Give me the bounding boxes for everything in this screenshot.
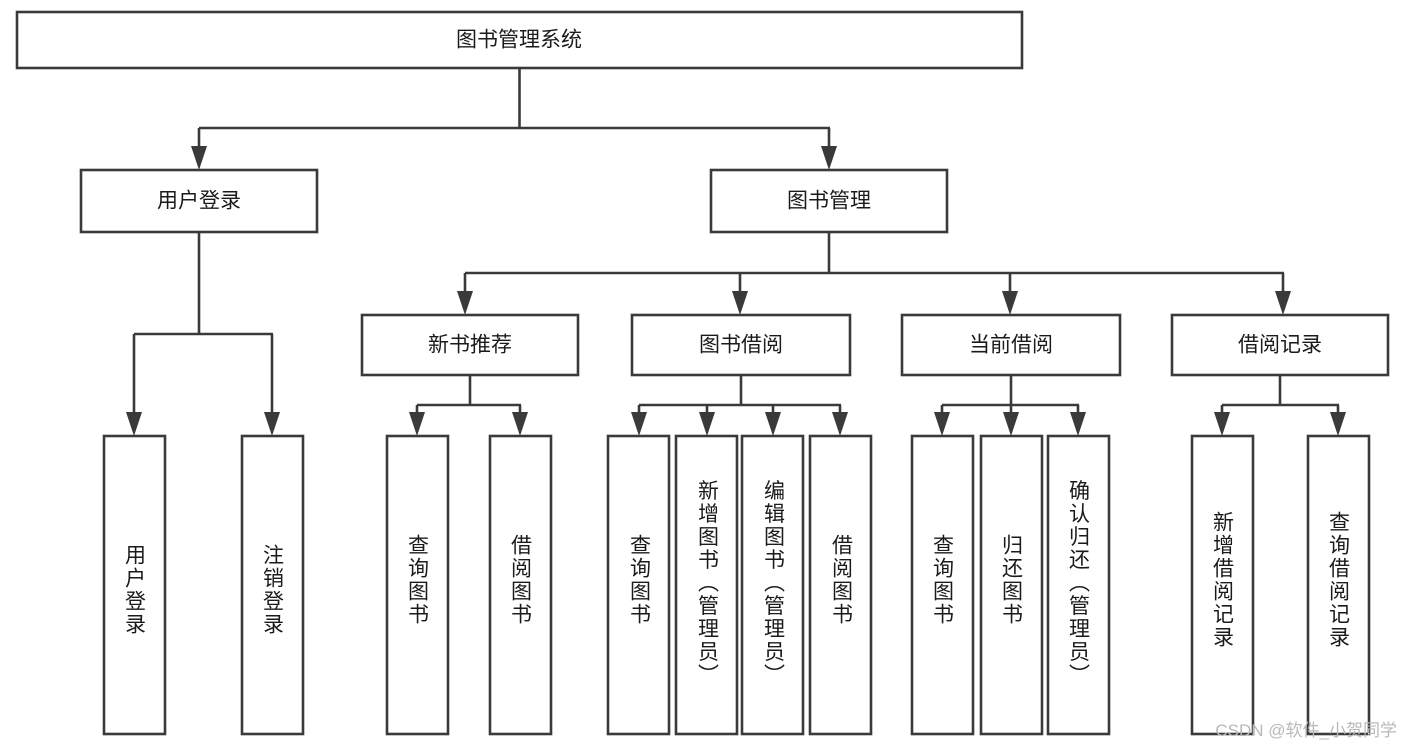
- node-leaf-new-book-1-box[interactable]: [385, 434, 450, 736]
- node-leaf-user-login-2-label: 注销登录: [261, 544, 285, 636]
- node-borrow-record-box[interactable]: [1170, 313, 1390, 377]
- node-book-manage-box[interactable]: [709, 168, 949, 234]
- node-borrow-record-label: 借阅记录: [1238, 334, 1322, 357]
- node-leaf-book-borrow-2[interactable]: 新增图书（管理员）: [674, 434, 739, 736]
- arrowhead-current-borrow: [1002, 291, 1018, 315]
- node-leaf-book-borrow-1-label: 查询图书: [628, 534, 652, 626]
- arrowhead-current-borrow-leaf-3: [1070, 412, 1086, 436]
- node-book-borrow-box[interactable]: [630, 313, 852, 377]
- node-current-borrow[interactable]: 当前借阅: [900, 313, 1122, 377]
- node-new-book-recommend[interactable]: 新书推荐: [360, 313, 580, 377]
- node-user-login[interactable]: 用户登录: [79, 168, 319, 234]
- arrowhead-book-borrow-leaf-3: [765, 412, 781, 436]
- node-leaf-borrow-record-2-box[interactable]: [1306, 434, 1371, 736]
- node-leaf-book-borrow-3-label: 编辑图书（管理员）: [762, 480, 786, 687]
- node-leaf-current-borrow-2-label: 归还图书: [1000, 534, 1024, 626]
- arrowhead-book-borrow-leaf-4: [832, 412, 848, 436]
- node-leaf-current-borrow-2[interactable]: 归还图书: [979, 434, 1044, 736]
- node-leaf-book-borrow-1-box[interactable]: [606, 434, 671, 736]
- watermark-credit: CSDN @软件_小贺同学: [1215, 721, 1397, 740]
- node-leaf-book-borrow-2-box[interactable]: [674, 434, 739, 736]
- node-leaf-current-borrow-3-box[interactable]: [1046, 434, 1111, 736]
- node-leaf-book-borrow-4[interactable]: 借阅图书: [808, 434, 873, 736]
- node-book-borrow[interactable]: 图书借阅: [630, 313, 852, 377]
- node-root[interactable]: 图书管理系统: [15, 10, 1024, 70]
- arrowhead-new-book-leaf-1: [409, 412, 425, 436]
- node-leaf-book-borrow-3[interactable]: 编辑图书（管理员）: [740, 434, 805, 736]
- node-user-login-label: 用户登录: [157, 190, 241, 213]
- node-leaf-new-book-1[interactable]: 查询图书: [385, 434, 450, 736]
- node-root-label: 图书管理系统: [456, 29, 582, 52]
- node-book-manage-label: 图书管理: [787, 190, 871, 213]
- node-leaf-borrow-record-1[interactable]: 新增借阅记录: [1190, 434, 1255, 736]
- node-leaf-borrow-record-2-label: 查询借阅记录: [1327, 511, 1351, 649]
- node-leaf-new-book-2[interactable]: 借阅图书: [488, 434, 553, 736]
- node-leaf-user-login-2-box[interactable]: [240, 434, 305, 736]
- node-leaf-new-book-1-label: 查询图书: [406, 534, 430, 626]
- node-current-borrow-box[interactable]: [900, 313, 1122, 377]
- node-leaf-user-login-2[interactable]: 注销登录: [240, 434, 305, 736]
- node-root-box[interactable]: [15, 10, 1024, 70]
- node-leaf-current-borrow-3-label: 确认归还（管理员）: [1067, 480, 1091, 687]
- node-leaf-user-login-1-label: 用户登录: [123, 544, 147, 636]
- node-user-login-box[interactable]: [79, 168, 319, 234]
- node-book-manage[interactable]: 图书管理: [709, 168, 949, 234]
- node-new-book-recommend-label: 新书推荐: [428, 334, 512, 357]
- node-new-book-recommend-box[interactable]: [360, 313, 580, 377]
- arrowhead-current-borrow-leaf-1: [934, 412, 950, 436]
- node-leaf-current-borrow-1-box[interactable]: [910, 434, 975, 736]
- arrowhead-user-login-leaf-1: [126, 412, 142, 436]
- arrowhead-user-login: [191, 146, 207, 170]
- node-leaf-book-borrow-3-box[interactable]: [740, 434, 805, 736]
- arrowhead-borrow-record: [1275, 291, 1291, 315]
- node-leaf-borrow-record-1-box[interactable]: [1190, 434, 1255, 736]
- node-leaf-book-borrow-4-label: 借阅图书: [830, 534, 854, 626]
- arrowhead-current-borrow-leaf-2: [1003, 412, 1019, 436]
- node-leaf-current-borrow-1[interactable]: 查询图书: [910, 434, 975, 736]
- arrowhead-new-book-leaf-2: [512, 412, 528, 436]
- node-leaf-current-borrow-1-label: 查询图书: [931, 534, 955, 626]
- arrowhead-book-borrow-leaf-2: [699, 412, 715, 436]
- node-leaf-user-login-1-box[interactable]: [102, 434, 167, 736]
- node-leaf-user-login-1[interactable]: 用户登录: [102, 434, 167, 736]
- arrowhead-book-borrow: [732, 291, 748, 315]
- node-leaf-book-borrow-4-box[interactable]: [808, 434, 873, 736]
- arrowhead-borrow-record-leaf-1: [1214, 412, 1230, 436]
- node-leaf-current-borrow-3[interactable]: 确认归还（管理员）: [1046, 434, 1111, 736]
- node-current-borrow-label: 当前借阅: [969, 334, 1053, 357]
- node-leaf-new-book-2-label: 借阅图书: [509, 534, 533, 626]
- node-leaf-book-borrow-1[interactable]: 查询图书: [606, 434, 671, 736]
- node-leaf-current-borrow-2-box[interactable]: [979, 434, 1044, 736]
- connector-layer: [126, 68, 1346, 436]
- node-book-borrow-label: 图书借阅: [699, 334, 783, 357]
- arrowhead-user-login-leaf-2: [264, 412, 280, 436]
- node-leaf-new-book-2-box[interactable]: [488, 434, 553, 736]
- arrowhead-borrow-record-leaf-2: [1330, 412, 1346, 436]
- node-borrow-record[interactable]: 借阅记录: [1170, 313, 1390, 377]
- arrowhead-new-book: [457, 291, 473, 315]
- arrowhead-book-manage: [821, 146, 837, 170]
- node-leaf-borrow-record-1-label: 新增借阅记录: [1211, 511, 1235, 649]
- arrowhead-book-borrow-leaf-1: [631, 412, 647, 436]
- node-leaf-book-borrow-2-label: 新增图书（管理员）: [696, 480, 720, 687]
- node-leaf-borrow-record-2[interactable]: 查询借阅记录: [1306, 434, 1371, 736]
